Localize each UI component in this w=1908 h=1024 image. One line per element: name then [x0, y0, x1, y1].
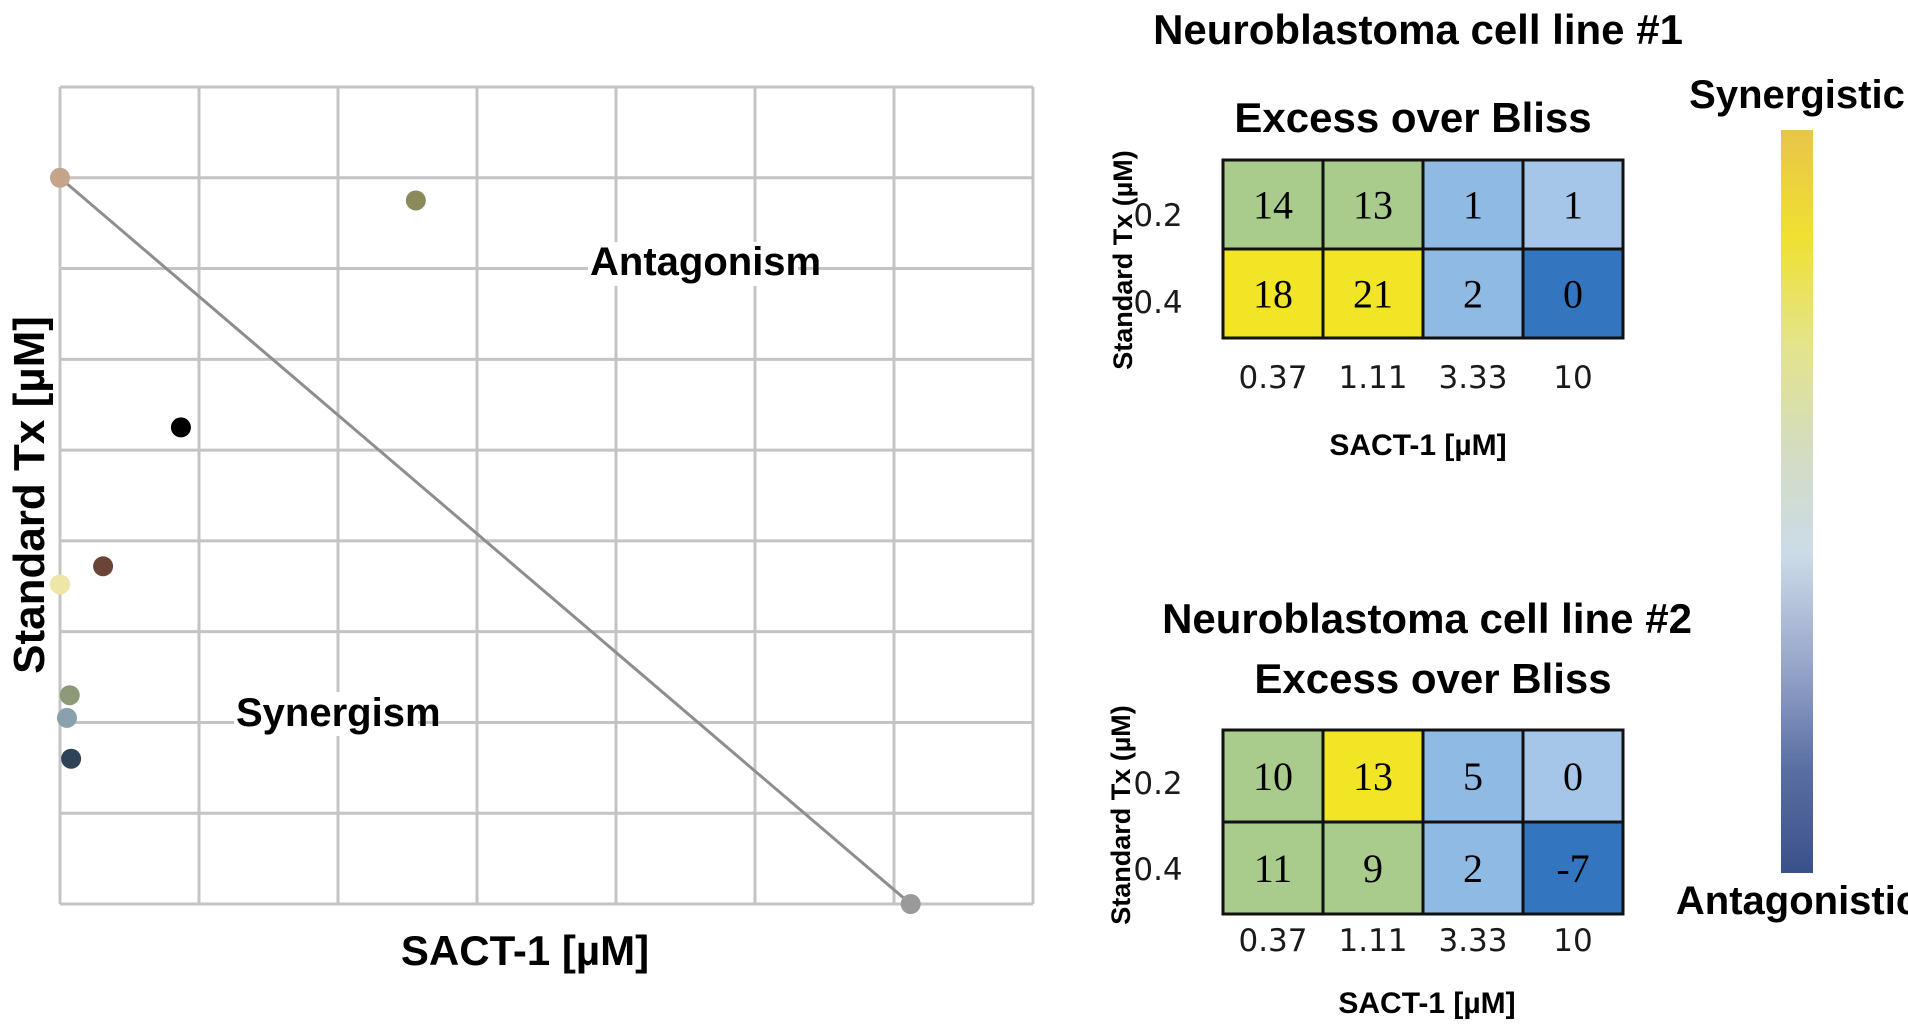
heatmap-1-y-tick: 0.2: [1133, 198, 1182, 234]
heatmap-cell: [1321, 728, 1425, 824]
colorbar-top-label: Synergistic: [1689, 73, 1905, 117]
colorbar: Synergistic Antagonistic: [1676, 73, 1908, 923]
isobologram-grid: [58, 85, 1035, 906]
scatter-point: [170, 417, 191, 438]
heatmap-cell: [1521, 247, 1625, 340]
antagonism-label-bg: [588, 242, 798, 286]
synergism-label: Synergism: [236, 691, 441, 735]
heatmap-cell-value: 10: [1253, 754, 1293, 799]
isobole-line: [59, 176, 912, 906]
scatter-point: [93, 556, 114, 577]
heatmap-2-title: Neuroblastoma cell line #2: [1162, 595, 1692, 642]
heatmap-1-x-tick: 1.11: [1338, 360, 1407, 396]
heatmap-cell: [1421, 820, 1525, 916]
heatmap-2-y-axis-label: Standard Tx (µM): [1106, 705, 1136, 925]
heatmap-cell-value: 9: [1363, 846, 1383, 891]
heatmap-cell-value: 13: [1353, 183, 1393, 228]
scatter-point: [61, 748, 82, 769]
heatmap-2-y-tick: 0.2: [1133, 766, 1182, 802]
heatmap-cell-line-2: Neuroblastoma cell line #2 Excess over B…: [1106, 595, 1692, 1020]
isobologram-x-axis-label: SACT-1 [µM]: [401, 927, 649, 974]
heatmap-cell: [1221, 728, 1325, 824]
colorbar-bottom-label: Antagonistic: [1676, 879, 1908, 923]
heatmap-cell-value: 2: [1463, 846, 1483, 891]
heatmap-2-x-axis-label: SACT-1 [µM]: [1338, 987, 1515, 1020]
heatmap-cell: [1221, 247, 1325, 340]
heatmap-1-subtitle: Excess over Bliss: [1234, 94, 1591, 141]
colorbar-gradient: [1781, 130, 1813, 873]
isobologram-y-axis-label: Standard Tx [µM]: [5, 316, 54, 674]
isobologram: Antagonism Synergism SACT-1 [µM] Standar…: [5, 85, 1035, 974]
heatmap-cell-value: 14: [1253, 183, 1293, 228]
heatmap-cell: [1321, 158, 1425, 251]
heatmap-1-x-tick: 10: [1553, 360, 1592, 396]
heatmap-1-y-tick: 0.4: [1133, 285, 1182, 321]
heatmap-2-y-tick: 0.4: [1133, 852, 1182, 888]
antagonism-label: Antagonism: [590, 240, 821, 284]
heatmap-cell-value: 1: [1563, 183, 1583, 228]
heatmap-2-x-tick: 0.37: [1238, 923, 1307, 959]
heatmap-cell-value: 2: [1463, 272, 1483, 317]
heatmap-1-y-axis-label: Standard Tx (µM): [1108, 150, 1138, 370]
heatmap-2-cells: 10 13 5 0 11 9 2 -7: [1221, 728, 1625, 916]
heatmap-cell-value: 13: [1353, 754, 1393, 799]
heatmap-cell-value: 5: [1463, 754, 1483, 799]
scatter-point: [56, 707, 77, 728]
heatmap-cell-value: 0: [1563, 754, 1583, 799]
scatter-point: [405, 190, 426, 211]
scatter-point: [50, 167, 70, 188]
heatmap-cell-line-1: Neuroblastoma cell line #1 Excess over B…: [1108, 6, 1683, 462]
heatmap-cell-value: 21: [1353, 272, 1393, 317]
heatmap-cell: [1521, 158, 1625, 251]
scatter-point: [50, 574, 70, 595]
heatmap-1-x-tick: 3.33: [1438, 360, 1507, 396]
heatmap-cell-value: 1: [1463, 183, 1483, 228]
heatmap-cell: [1321, 247, 1425, 340]
heatmap-1-x-tick: 0.37: [1238, 360, 1307, 396]
heatmap-cell: [1221, 158, 1325, 251]
heatmap-2-x-tick: 1.11: [1338, 923, 1407, 959]
heatmap-cell-value: 18: [1253, 272, 1293, 317]
heatmap-1-cells: 14 13 1 1 18 21 2 0: [1221, 158, 1625, 340]
heatmap-cell-value: 0: [1563, 272, 1583, 317]
synergism-label-bg: [234, 692, 418, 736]
scatter-points: [50, 167, 921, 914]
heatmap-cell: [1321, 820, 1425, 916]
heatmap-2-x-tick: 10: [1553, 923, 1592, 959]
heatmap-cell: [1521, 820, 1625, 916]
heatmap-cell-value: -7: [1556, 846, 1589, 891]
heatmap-1-title: Neuroblastoma cell line #1: [1153, 6, 1683, 53]
scatter-point: [59, 685, 80, 706]
heatmap-cell: [1421, 247, 1525, 340]
heatmap-2-subtitle: Excess over Bliss: [1254, 655, 1611, 702]
heatmap-cell-value: 11: [1254, 846, 1293, 891]
heatmap-2-x-tick: 3.33: [1438, 923, 1507, 959]
heatmap-1-x-axis-label: SACT-1 [µM]: [1329, 429, 1506, 462]
scatter-point: [900, 894, 921, 914]
